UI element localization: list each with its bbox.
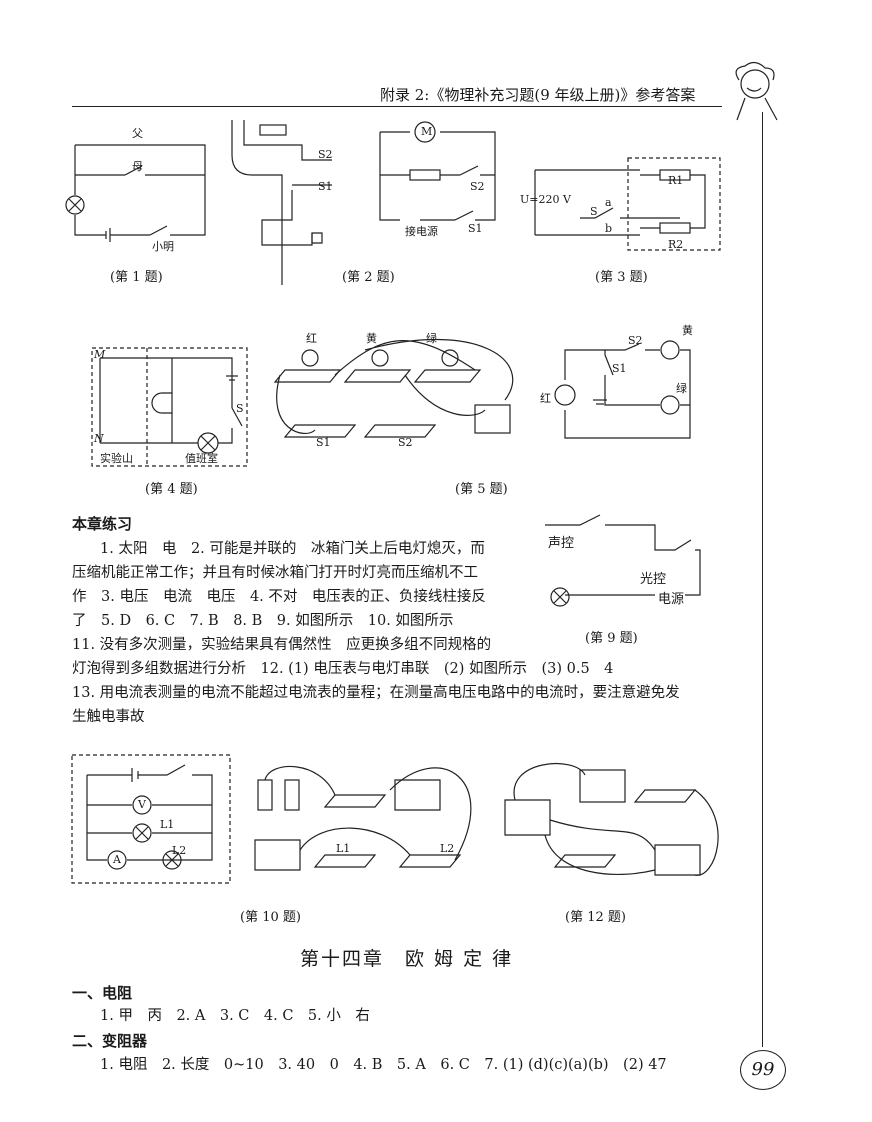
fig3-label-r2: R2 (668, 238, 684, 251)
subsection-answers-resistance: 1. 甲 丙 2. A 3. C 4. C 5. 小 右 (100, 1008, 370, 1024)
margin-rule (762, 112, 763, 1047)
circuit-diagram-9 (545, 514, 701, 607)
fig5-label-yellow: 黄 (366, 332, 377, 345)
fig4-label-n: N (94, 432, 104, 445)
answer-line: 了 5. D 6. C 7. B 8. B 9. 如图所示 10. 如图所示 (72, 613, 454, 629)
fig3-label-s1: S1 (468, 222, 483, 235)
fig3-label-power: 接电源 (405, 225, 438, 238)
subsection-answers-rheostat: 1. 电阻 2. 长度 0~10 3. 40 0 4. B 5. A 6. C … (100, 1057, 667, 1073)
circuit-diagram-10 (71, 754, 231, 884)
answer-line: 13. 用电流表测量的电流不能超过电流表的量程；在测量高电压电路中的电流时，要注… (72, 685, 680, 701)
fig12-caption: (第 12 题) (565, 910, 626, 925)
fig10b-label-l1: L1 (336, 842, 351, 855)
circuit-wiring-10 (254, 765, 472, 871)
fig10-label-l1: L1 (160, 818, 175, 831)
fig3-label-motor: M (421, 125, 433, 138)
fig10-label-a: A (113, 853, 121, 866)
running-header: 附录 2:《物理补充习题(9 年级上册)》参考答案 (380, 86, 696, 104)
fig4-label-duty-room: 值班室 (185, 452, 218, 465)
fig3-label-voltage: U=220 V (520, 193, 571, 206)
fig10-label-v: V (138, 798, 146, 811)
answer-line: 压缩机能正常工作；并且有时候冰箱门打开时灯亮而压缩机不工 (72, 565, 478, 581)
fig4-caption: (第 4 题) (145, 482, 198, 497)
fig5b-label-green: 绿 (676, 382, 687, 395)
fig9-label-sound: 声控 (548, 536, 575, 551)
header-rule (72, 106, 722, 107)
answer-line: 生触电事故 (72, 709, 145, 725)
fig5-label-s1: S1 (316, 436, 331, 449)
fig3-label-s2: S2 (470, 180, 485, 193)
circuit-diagram-4 (91, 347, 248, 467)
fig1-caption: (第 1 题) (110, 270, 163, 285)
section-answers-wide: 灯泡得到多组数据进行分析 12. (1) 电压表与电灯串联 (2) 如图所示 (… (72, 657, 752, 729)
fig4-label-lab: 实验山 (100, 452, 133, 465)
circuit-diagram-5 (273, 338, 514, 438)
fig5-label-green: 绿 (426, 332, 437, 345)
section-title: 本章练习 (72, 515, 133, 533)
circuit-diagram-3 (379, 121, 721, 251)
fig2-label-s1: S1 (318, 180, 333, 193)
fig5b-label-s2: S2 (628, 334, 643, 347)
fig3-label-s: S (590, 205, 598, 218)
chapter-title: 第十四章 欧 姆 定 律 (300, 948, 514, 970)
fig4-label-s: S (236, 402, 244, 415)
fig9-label-power: 电源 (658, 588, 685, 607)
answer-line: 灯泡得到多组数据进行分析 12. (1) 电压表与电灯串联 (2) 如图所示 (… (72, 661, 614, 677)
fig10b-label-l2: L2 (440, 842, 455, 855)
answer-line: 11. 没有多次测量，实验结果具有偶然性 应更换多组不同规格的 (72, 637, 492, 653)
fig9-label-light: 光控 (640, 572, 667, 587)
fig3-caption: (第 3 题) (595, 270, 648, 285)
section-answers: 1. 太阳 电 2. 可能是并联的 冰箱门关上后电灯熄灭，而 压缩机能正常工作；… (72, 537, 542, 657)
fig1-label-xiaoming: 小明 (152, 240, 174, 253)
fig2-label-s2: S2 (318, 148, 333, 161)
answer-line: 1. 太阳 电 2. 可能是并联的 冰箱门关上后电灯熄灭，而 (100, 541, 485, 557)
fig3-label-b: b (605, 222, 613, 235)
circuit-diagram-5-schematic (554, 340, 691, 439)
fig3-label-a: a (605, 196, 612, 209)
fig10-label-l2: L2 (172, 844, 187, 857)
circuit-diagram-1 (65, 144, 206, 242)
fig9-caption: (第 9 题) (585, 631, 638, 646)
circuit-diagram-2 (231, 120, 332, 285)
fig5-label-red: 红 (306, 332, 317, 345)
subsection-title-resistance: 一、电阻 (72, 984, 133, 1002)
fig5b-label-red: 红 (540, 392, 551, 405)
fig5b-label-yellow: 黄 (682, 324, 693, 337)
fig1-label-father: 父 (132, 127, 143, 140)
fig1-label-mother: 母 (132, 160, 143, 173)
page-number: 99 (740, 1050, 786, 1090)
answer-line: 作 3. 电压 电流 电压 4. 不对 电压表的正、负接线柱接反 (72, 589, 486, 605)
subsection-title-rheostat: 二、变阻器 (72, 1032, 148, 1050)
fig5b-label-s1: S1 (612, 362, 627, 375)
fig5-caption: (第 5 题) (455, 482, 508, 497)
fig2-caption: (第 2 题) (342, 270, 395, 285)
circuit-wiring-12 (504, 763, 719, 876)
fig4-label-m: M (94, 348, 106, 361)
fig3-label-r1: R1 (668, 174, 684, 187)
fig10-caption: (第 10 题) (240, 910, 301, 925)
scientist-illustration (735, 61, 778, 121)
fig5-label-s2: S2 (398, 436, 413, 449)
